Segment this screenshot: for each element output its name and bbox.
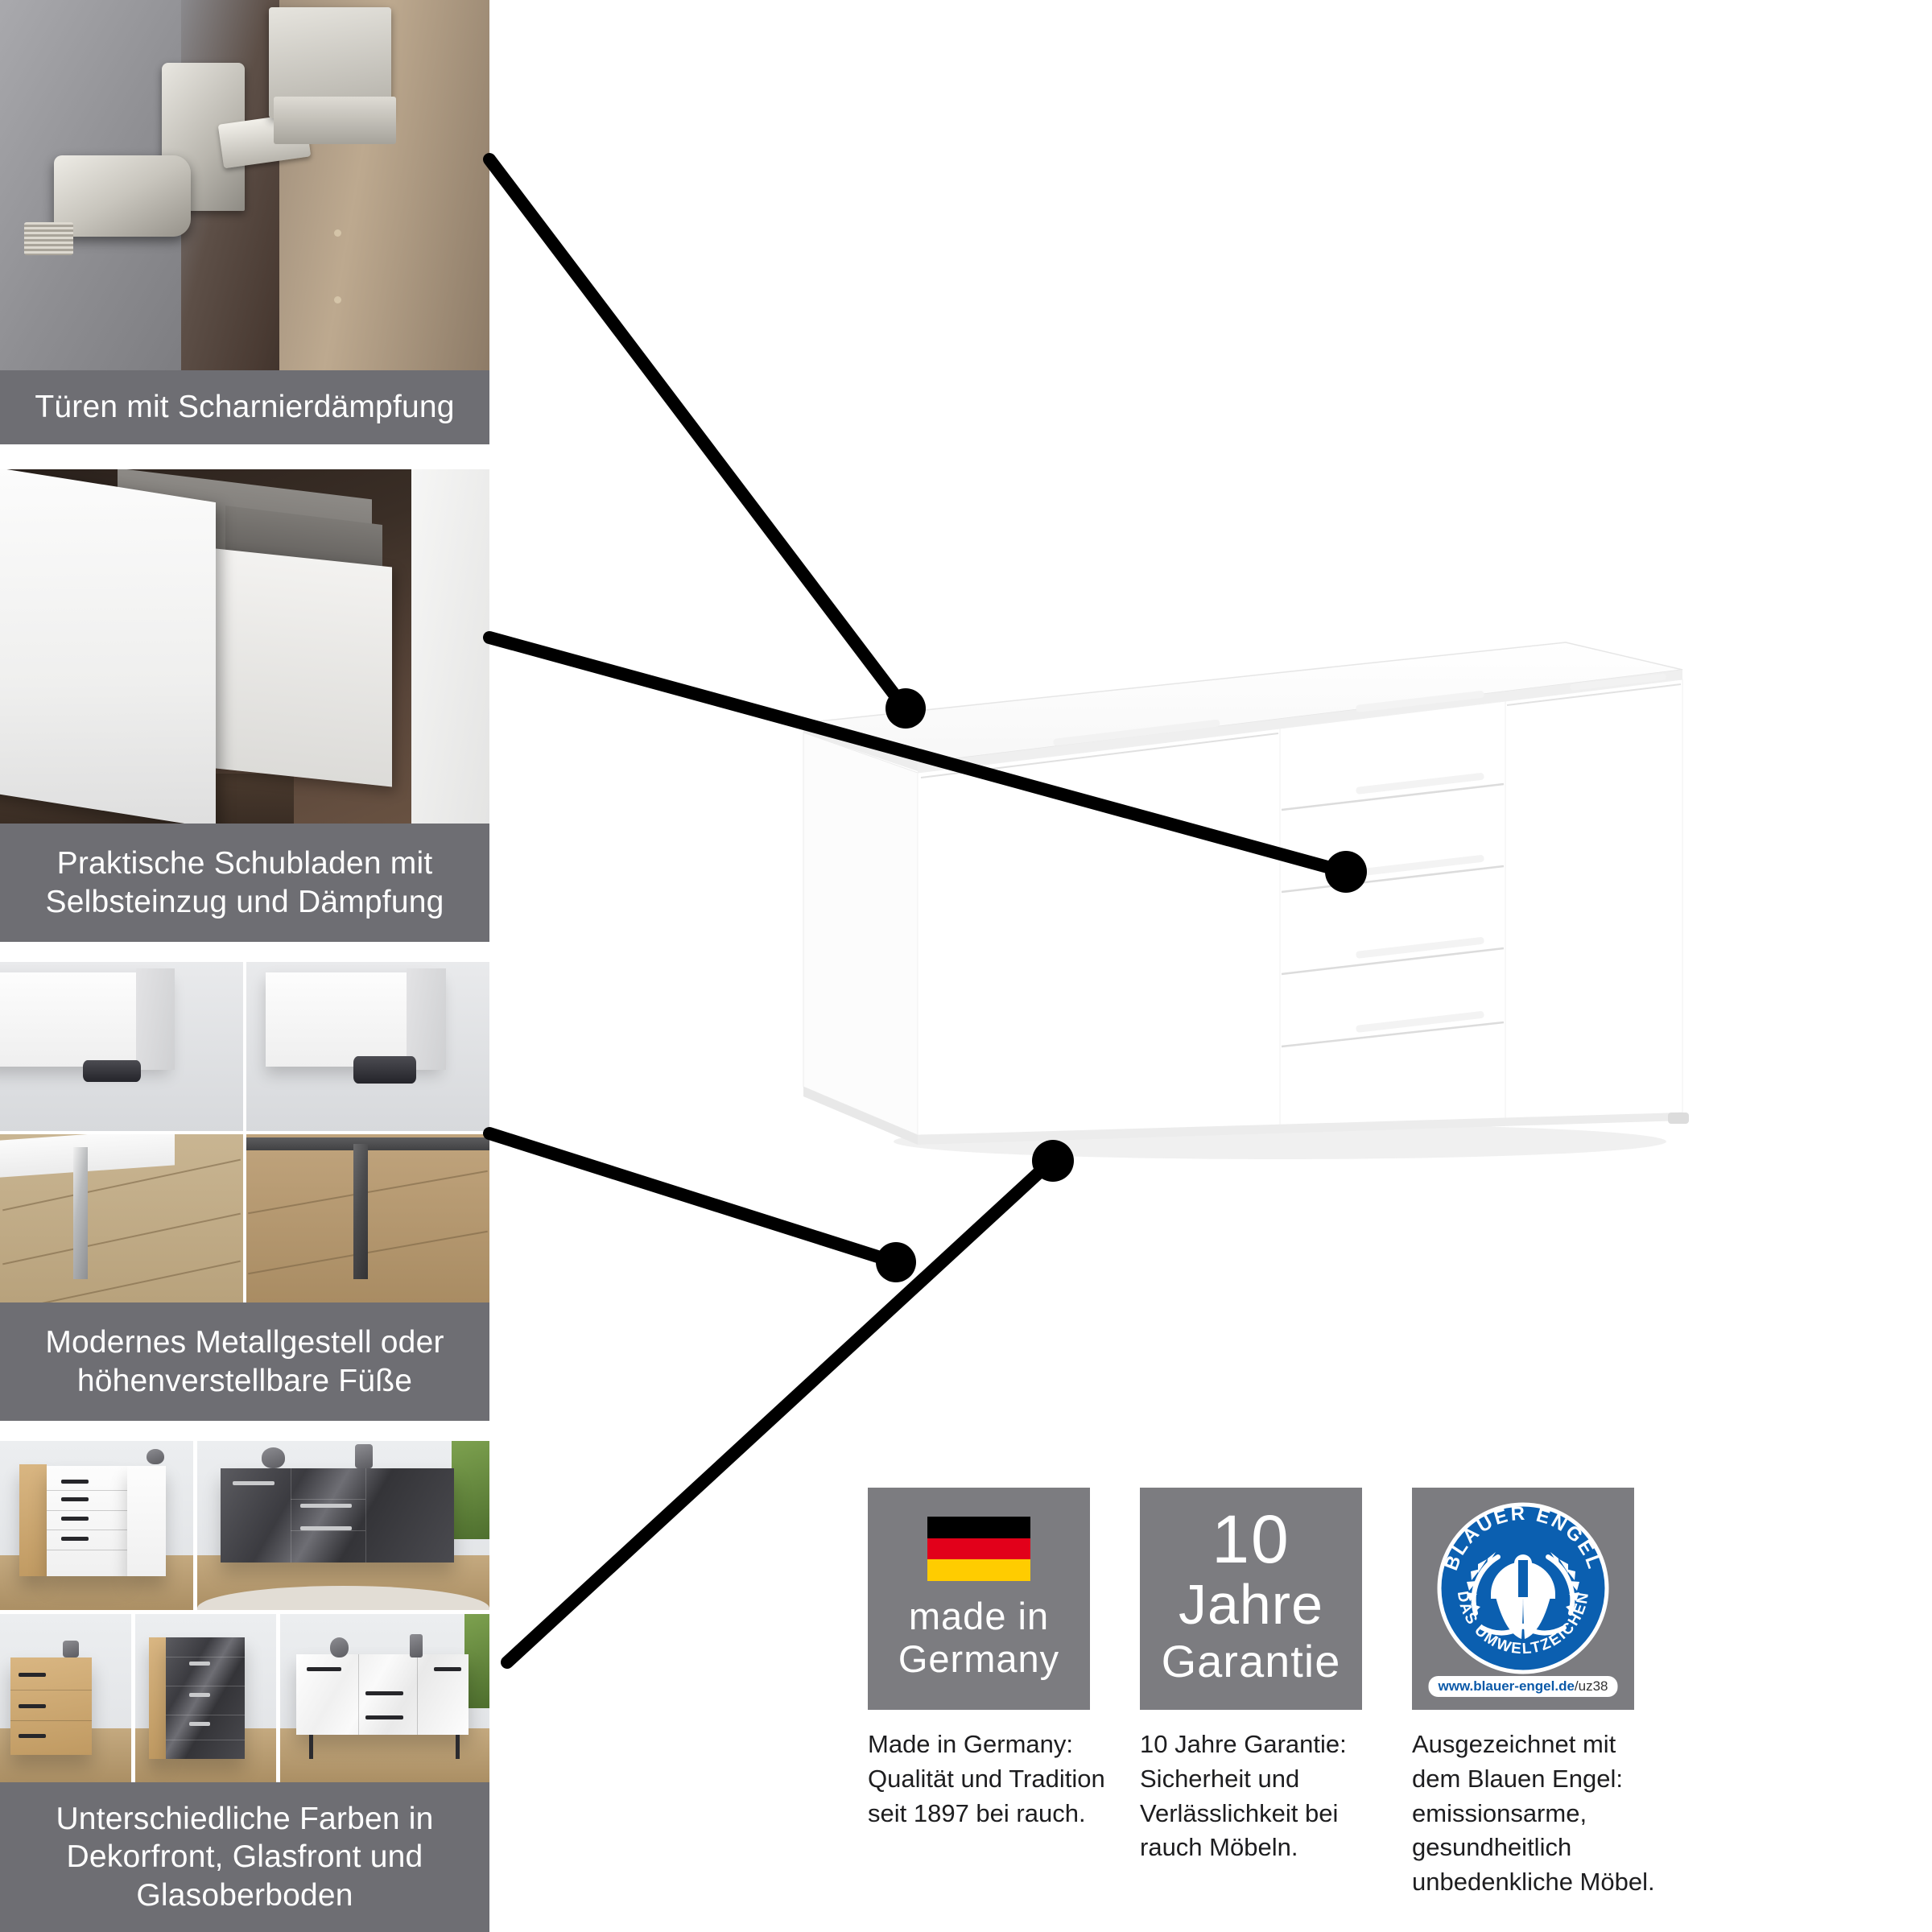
feature-drawer: Praktische Schubladen mit Selbsteinzug u… (0, 469, 489, 942)
badge-made-in-germany-tile: made in Germany (868, 1488, 1090, 1710)
badge-made-in-germany-label: made in Germany (898, 1595, 1060, 1680)
product-sideboard (797, 620, 1699, 1175)
feet-photo-4 (246, 1133, 489, 1302)
color-photo-oak-white (0, 1441, 193, 1610)
color-photo-row-bottom (0, 1613, 489, 1782)
trust-badges: made in Germany Made in Germany: Qualitä… (868, 1488, 1671, 1900)
feet-photo-1 (0, 962, 243, 1131)
callout-dot-foot (876, 1242, 916, 1282)
badge-made-in-germany-description: Made in Germany: Qualität und Tradition … (868, 1730, 1105, 1827)
feature-feet-caption: Modernes Metallgestell oder höhenverstel… (0, 1302, 489, 1421)
hinge-photo (0, 0, 489, 370)
badge-made-in-germany: made in Germany Made in Germany: Qualitä… (868, 1488, 1127, 1900)
color-photo-oak (0, 1613, 131, 1782)
feature-hinge: Türen mit Scharnierdämpfung (0, 0, 489, 444)
feet-photo-grid (0, 962, 489, 1302)
color-photo-oak-glass (134, 1613, 276, 1782)
feature-column: Türen mit Scharnierdämpfung Praktische S… (0, 0, 489, 1932)
blauer-engel-seal-icon: BLAUER ENGEL DAS UMWELTZEICHEN (1434, 1499, 1612, 1682)
badge-guarantee-line1: Jahre (1178, 1573, 1324, 1636)
feet-photo-2 (246, 962, 489, 1131)
badge-guarantee-line2: Garantie (1161, 1636, 1341, 1686)
badge-guarantee: 10 Jahre Garantie 10 Jahre Garantie: Sic… (1140, 1488, 1399, 1900)
german-flag-icon (927, 1517, 1030, 1582)
feature-hinge-caption: Türen mit Scharnierdämpfung (0, 370, 489, 444)
badge-guarantee-tile: 10 Jahre Garantie (1140, 1488, 1362, 1710)
feature-colors: Unterschiedliche Farben in Dekorfront, G… (0, 1441, 489, 1932)
feature-colors-caption: Unterschiedliche Farben in Dekorfront, G… (0, 1782, 489, 1932)
color-photo-anthracite-gloss (197, 1441, 489, 1610)
badge-guarantee-number: 10 (1212, 1501, 1290, 1577)
feature-drawer-caption: Praktische Schubladen mit Selbsteinzug u… (0, 824, 489, 942)
drawer-photo (0, 469, 489, 824)
colors-photo-grid (0, 1441, 489, 1782)
badge-blauer-engel-description: Ausgezeichnet mit dem Blauen Engel: emis… (1412, 1730, 1655, 1897)
feet-photo-3 (0, 1133, 243, 1302)
badge-blauer-engel: BLAUER ENGEL DAS UMWELTZEICHEN (1412, 1488, 1671, 1900)
badge-blauer-engel-tile: BLAUER ENGEL DAS UMWELTZEICHEN (1412, 1488, 1634, 1710)
badge-guarantee-description: 10 Jahre Garantie: Sicherheit und Verläs… (1140, 1730, 1347, 1862)
feature-feet: Modernes Metallgestell oder höhenverstel… (0, 962, 489, 1421)
color-photo-white-gloss (279, 1613, 489, 1782)
blauer-engel-url: www.blauer-engel.de/uz38 (1428, 1676, 1618, 1697)
